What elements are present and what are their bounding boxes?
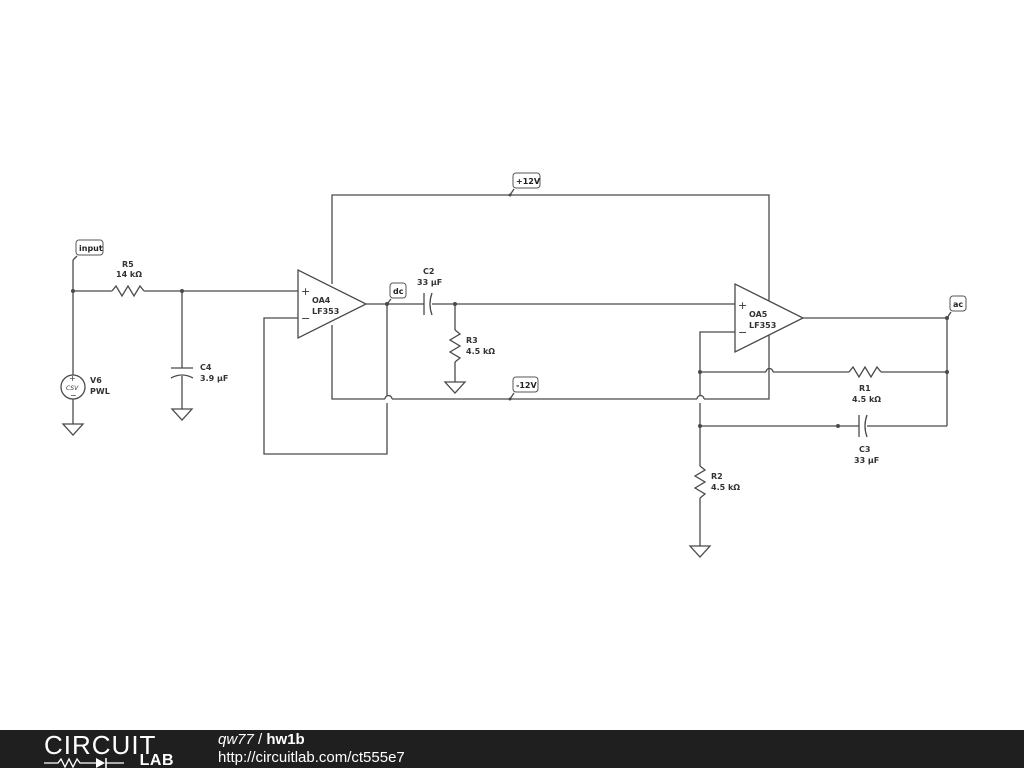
footer-separator: / (253, 731, 267, 748)
footer-title-line: qw77 / hw1b (218, 731, 405, 749)
node-tag-vneg[interactable]: -12V (509, 376, 539, 400)
footer-url-link[interactable]: http://circuitlab.com/ct555e7 (218, 749, 405, 766)
opamp-oa4[interactable]: + − OA4 LF353 (297, 268, 368, 340)
wire-c2-oa5 (420, 303, 735, 382)
oa5-name: OA5 (749, 310, 768, 319)
footer-bar: CIRCUIT LAB qw77 / hw1b http://circuitla… (0, 730, 1024, 769)
c2-value: 33 µF (417, 278, 442, 287)
r3-name: R3 (466, 336, 478, 345)
ground-v6 (61, 423, 85, 436)
c4-name: C4 (200, 363, 212, 372)
input-tag-label: input (79, 244, 103, 253)
c2-name: C2 (423, 267, 434, 276)
wire-vneg-rail (331, 325, 770, 400)
oa5-value: LF353 (749, 321, 776, 330)
v6-symbol-text: CSV (66, 385, 79, 392)
r5-name: R5 (122, 260, 134, 269)
footer-meta: qw77 / hw1b http://circuitlab.com/ct555e… (218, 731, 405, 767)
oa4-name: OA4 (312, 296, 331, 305)
node-tag-dc[interactable]: dc (386, 282, 407, 305)
c3-value: 33 µF (854, 456, 879, 465)
r1-value: 4.5 kΩ (852, 395, 881, 404)
oa4-plus-sign: + (301, 285, 310, 298)
voltage-source-v6[interactable]: + CSV − V6 PWL (60, 374, 110, 400)
wire-input (72, 260, 298, 424)
r2-value: 4.5 kΩ (711, 483, 740, 492)
svg-text:+: + (69, 374, 76, 383)
schematic-canvas[interactable]: R5 14 kΩ C4 3.9 µF + CSV − V6 PWL input … (0, 0, 1024, 730)
r1-name: R1 (859, 384, 871, 393)
opamp-oa5[interactable]: + − OA5 LF353 (734, 282, 805, 354)
ground-r2 (688, 545, 712, 558)
oa5-plus-sign: + (738, 299, 747, 312)
node-tag-ac[interactable]: ac (946, 295, 967, 319)
ground-r3 (443, 381, 467, 394)
r5-value: 14 kΩ (116, 270, 142, 279)
r2-name: R2 (711, 472, 723, 481)
logo-lab-text: LAB (139, 752, 174, 769)
footer-user[interactable]: qw77 (218, 731, 254, 748)
vneg-tag-label: -12V (516, 381, 537, 390)
c3-name: C3 (859, 445, 870, 454)
capacitor-c4[interactable]: C4 3.9 µF (170, 363, 228, 383)
vpos-tag-label: +12V (516, 177, 541, 186)
resistor-r3[interactable]: R3 4.5 kΩ (448, 329, 495, 363)
wire-oa4-feedback (263, 303, 420, 455)
v6-name: V6 (90, 376, 102, 385)
logo-circuit-graphic: LAB (44, 752, 174, 769)
resistor-r5[interactable]: R5 14 kΩ (111, 260, 145, 298)
dc-tag-label: dc (393, 287, 404, 296)
circuitlab-logo[interactable]: CIRCUIT LAB (44, 730, 174, 769)
oa4-value: LF353 (312, 307, 339, 316)
ac-tag-label: ac (953, 300, 963, 309)
v6-value: PWL (90, 387, 110, 396)
resistor-r2[interactable]: R2 4.5 kΩ (693, 465, 740, 499)
oa5-minus-sign: − (738, 326, 747, 339)
wire-oa5-network (699, 317, 948, 546)
capacitor-c2[interactable]: C2 33 µF (417, 267, 442, 316)
node-tag-vpos[interactable]: +12V (509, 172, 541, 196)
capacitor-c3[interactable]: C3 33 µF (854, 414, 879, 465)
logo-resistor-diode-icon (44, 757, 124, 769)
resistor-r1[interactable]: R1 4.5 kΩ (848, 365, 882, 404)
junction-dots (71, 193, 949, 428)
wire-vpos-rail (331, 194, 770, 305)
svg-text:−: − (70, 391, 77, 400)
ground-c4 (170, 408, 194, 421)
footer-project[interactable]: hw1b (266, 731, 305, 748)
r3-value: 4.5 kΩ (466, 347, 495, 356)
node-tag-input[interactable]: input (72, 239, 104, 261)
c4-value: 3.9 µF (200, 374, 228, 383)
logo-circuit-text: CIRCUIT (44, 730, 157, 760)
oa4-minus-sign: − (301, 312, 310, 325)
